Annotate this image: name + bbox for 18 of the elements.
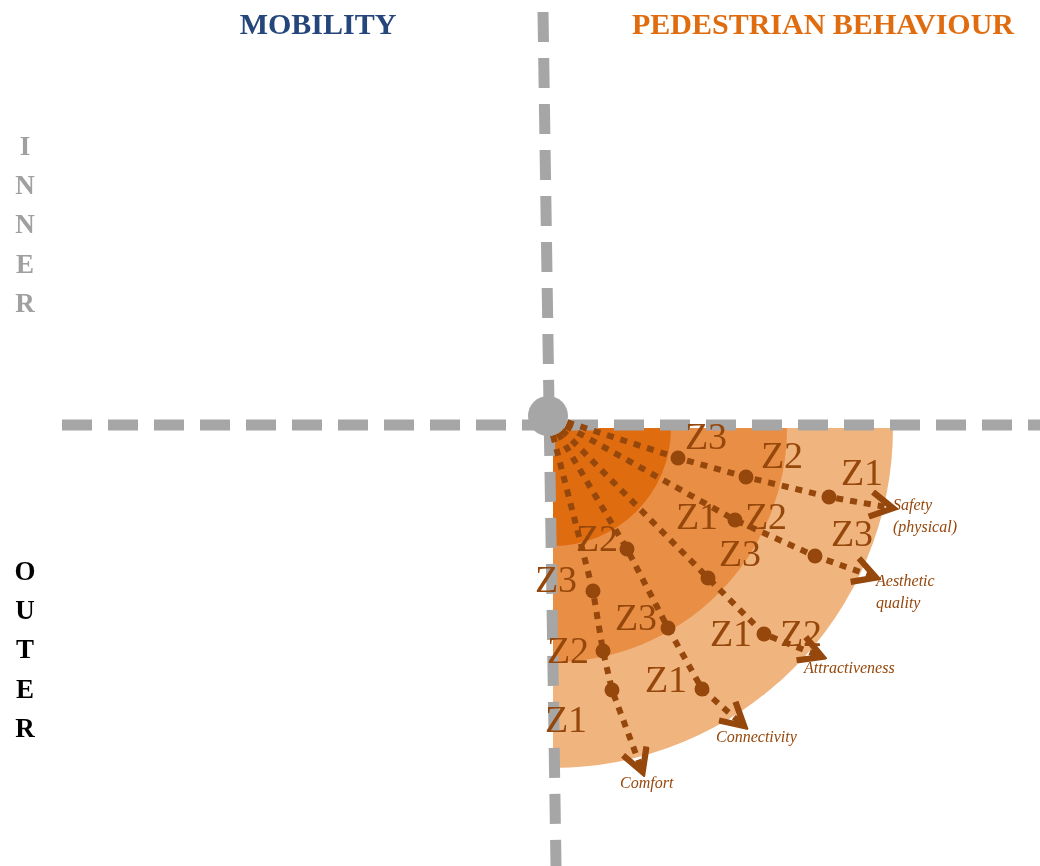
vertical-label: INNER	[14, 130, 36, 320]
heading: PEDESTRIAN BEHAVIOUR	[632, 9, 1014, 39]
zone-label: Z2	[760, 436, 804, 474]
dimension-label: Safety (physical)	[893, 494, 977, 538]
dimension-label: Comfort	[620, 772, 674, 794]
zone-label: Z1	[709, 614, 753, 652]
vertical-label: OUTER	[13, 555, 37, 745]
zone-label: Z1	[644, 660, 688, 698]
zone-label: Z1	[840, 453, 884, 491]
zone-label: Z1	[675, 497, 719, 535]
zone-label: Z3	[830, 514, 874, 552]
zone-label: Z2	[744, 497, 788, 535]
heading: MOBILITY	[239, 9, 397, 39]
zone-label: Z3	[534, 560, 578, 598]
zone-label: Z3	[718, 534, 762, 572]
dimension-label: Attractiveness	[804, 657, 895, 679]
dimension-label: Connectivity	[716, 726, 797, 748]
zone-label: Z3	[614, 598, 658, 636]
